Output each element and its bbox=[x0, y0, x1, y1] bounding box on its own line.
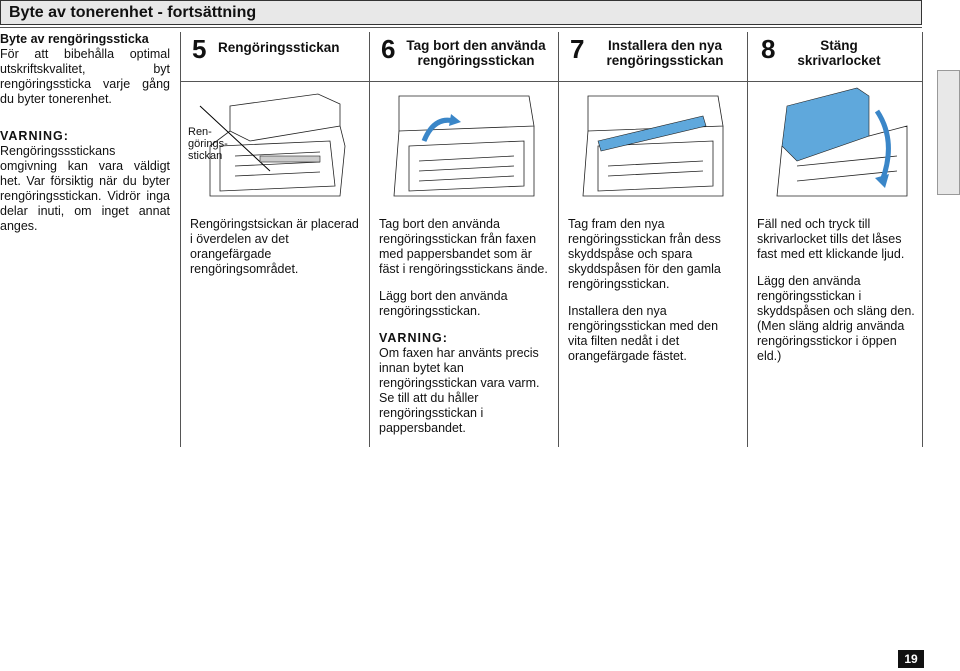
step-paragraph: Tag fram den nya rengöringsstickan från … bbox=[568, 217, 721, 291]
step-7-text: Tag fram den nya rengöringsstickan från … bbox=[568, 217, 738, 376]
step-number: 8 bbox=[761, 34, 776, 64]
step-header-rule bbox=[180, 81, 922, 82]
column-divider bbox=[558, 32, 559, 447]
step-paragraph: Lägg den använda rengöringsstickan i sky… bbox=[757, 274, 915, 363]
step-number: 5 bbox=[192, 34, 207, 64]
intro-warning-text: Rengöringssstickans omgivning kan vara v… bbox=[0, 144, 170, 233]
figure-callout: Ren- görings- stickan bbox=[188, 126, 228, 162]
step-paragraph: Lägg bort den använda rengöringsstickan. bbox=[379, 289, 508, 318]
step-title: Stäng skrivarlocket bbox=[797, 38, 881, 68]
step-number: 6 bbox=[381, 34, 396, 64]
title-bar: Byte av tonerenhet - fortsättning bbox=[0, 0, 922, 25]
printer-illustration bbox=[199, 93, 346, 197]
step-paragraph: Installera den nya rengöringsstickan med… bbox=[568, 304, 719, 363]
column-divider bbox=[369, 32, 370, 447]
step-5-text: Rengöringstsickan är placerad i överdele… bbox=[190, 217, 360, 289]
page-number: 19 bbox=[898, 650, 924, 668]
step-number: 7 bbox=[570, 34, 585, 64]
step-paragraph: Tag bort den använda rengöringsstickan f… bbox=[379, 217, 548, 276]
warning-text: Om faxen har använts precis innan bytet … bbox=[379, 346, 540, 435]
step-8-header: 8 Stäng skrivarlocket bbox=[749, 32, 921, 80]
intro-text: För att bibehålla optimal utskriftskvali… bbox=[0, 47, 170, 106]
header-rule bbox=[0, 27, 922, 28]
step-5-header: 5 Rengöringsstickan bbox=[182, 32, 368, 80]
column-divider bbox=[922, 32, 923, 447]
page-title: Byte av tonerenhet - fortsättning bbox=[9, 4, 256, 22]
step-6-header: 6 Tag bort den använda rengöringsstickan bbox=[371, 32, 557, 80]
step-8-text: Fäll ned och tryck till skrivarlocket ti… bbox=[757, 217, 922, 376]
intro-heading: Byte av rengöringssticka bbox=[0, 32, 149, 46]
step-6-text: Tag bort den använda rengöringsstickan f… bbox=[379, 217, 549, 436]
column-divider bbox=[180, 32, 181, 447]
section-tab bbox=[937, 70, 960, 195]
intro-warning-label: VARNING: bbox=[0, 129, 69, 143]
step-title: Tag bort den använda rengöringsstickan bbox=[406, 38, 546, 68]
step-title: Installera den nya rengöringsstickan bbox=[606, 38, 724, 68]
step-paragraph: Rengöringstsickan är placerad i överdele… bbox=[190, 217, 359, 276]
warning-label: VARNING: bbox=[379, 331, 448, 345]
step-7-header: 7 Installera den nya rengöringsstickan bbox=[560, 32, 746, 80]
title-sub: - fortsättning bbox=[157, 4, 257, 21]
column-divider bbox=[747, 32, 748, 447]
intro-column: Byte av rengöringssticka För att bibehål… bbox=[0, 32, 170, 234]
step-paragraph: Fäll ned och tryck till skrivarlocket ti… bbox=[757, 217, 905, 261]
printer-illustration bbox=[776, 87, 908, 197]
printer-illustration bbox=[393, 95, 535, 197]
title-main: Byte av tonerenhet bbox=[9, 4, 154, 21]
printer-illustration bbox=[582, 95, 724, 197]
step-title: Rengöringsstickan bbox=[218, 40, 340, 55]
